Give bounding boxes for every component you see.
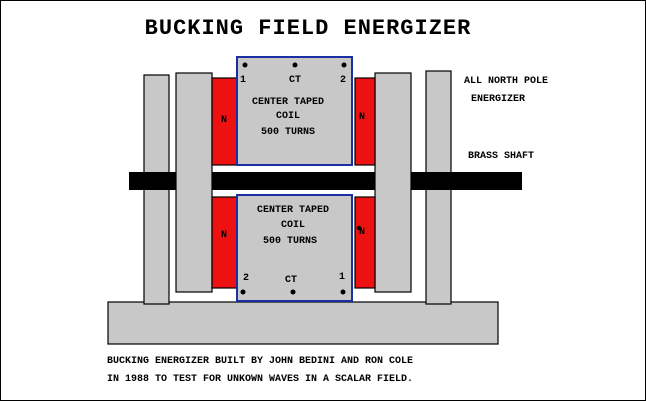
bottom-coil: CENTER TAPED COIL 500 TURNS 2 CT 1: [236, 194, 362, 302]
base-plate: [107, 301, 499, 345]
magnet-top-right-label: N: [359, 112, 365, 123]
caption-line1: BUCKING ENERGIZER BUILT BY JOHN BEDINI A…: [107, 356, 413, 367]
left-pole-piece: [175, 72, 213, 293]
pole-label-line1: ALL NORTH POLE: [464, 76, 548, 87]
bottom-coil-terminal-left: 2: [243, 273, 249, 284]
bottom-coil-terminal-dot-center: [290, 289, 296, 295]
top-coil: 1 CT 2 CENTER TAPED COIL 500 TURNS: [236, 56, 353, 166]
top-coil-terminal-right: 2: [340, 75, 346, 86]
magnet-top-left-label: N: [221, 115, 227, 126]
bottom-coil-side-dot: [356, 225, 362, 231]
brass-shaft: [129, 172, 522, 190]
magnet-top-right: [354, 77, 376, 166]
bottom-coil-terminal-dot-left: [240, 289, 246, 295]
top-coil-terminal-dot-right: [341, 62, 347, 68]
magnet-bottom-left-label: N: [221, 230, 227, 241]
magnet-bottom-left: [211, 196, 238, 289]
top-coil-line3: 500 TURNS: [261, 127, 315, 138]
bottom-coil-line2: COIL: [281, 220, 305, 231]
bottom-coil-box: [236, 194, 353, 302]
top-coil-terminal-dot-center: [292, 62, 298, 68]
pole-label-line2: ENERGIZER: [471, 94, 525, 105]
diagram-title: BUCKING FIELD ENERGIZER: [145, 16, 472, 41]
top-coil-terminal-center: CT: [289, 75, 301, 86]
top-coil-terminal-dot-left: [242, 62, 248, 68]
top-coil-terminal-left: 1: [240, 75, 246, 86]
bottom-coil-terminal-dot-right: [340, 289, 346, 295]
caption-line2: IN 1988 TO TEST FOR UNKOWN WAVES IN A SC…: [107, 374, 413, 385]
shaft-label: BRASS SHAFT: [468, 151, 534, 162]
bottom-coil-terminal-right: 1: [339, 272, 345, 283]
top-coil-line1: CENTER TAPED: [252, 97, 324, 108]
bottom-coil-line1: CENTER TAPED: [257, 205, 329, 216]
top-coil-line2: COIL: [276, 111, 300, 122]
magnet-bottom-right: [354, 196, 376, 289]
bottom-coil-line3: 500 TURNS: [263, 236, 317, 247]
magnet-bottom-right-label: N: [359, 227, 365, 238]
top-coil-box: [236, 56, 353, 166]
bottom-coil-terminal-center: CT: [285, 275, 297, 286]
right-pole-piece: [374, 72, 412, 293]
